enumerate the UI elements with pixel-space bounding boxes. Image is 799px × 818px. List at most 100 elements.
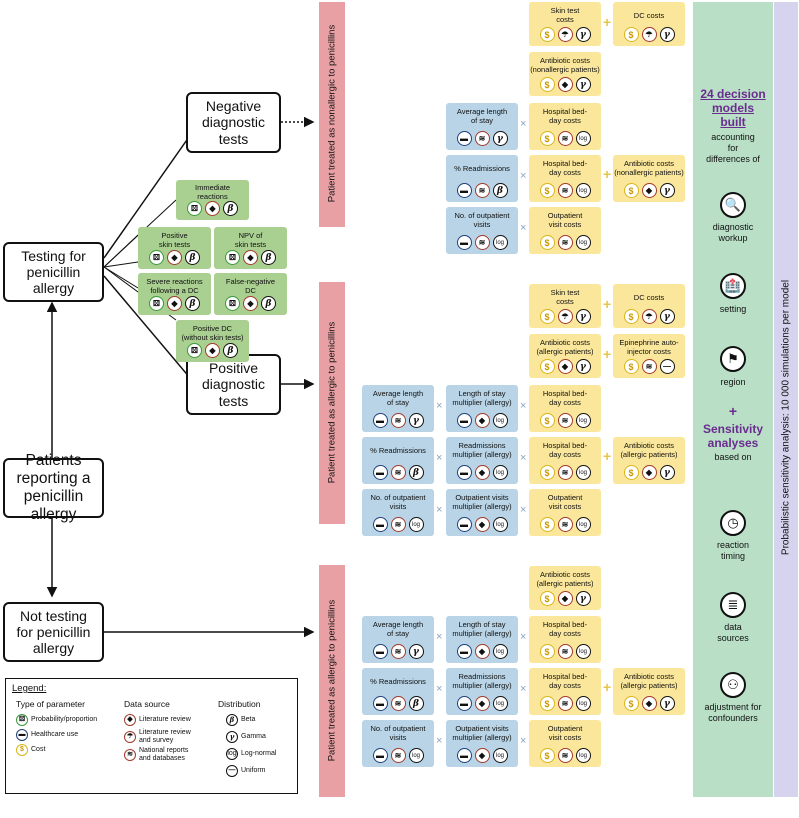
beta-icon: β [492,183,508,198]
survey-icon: ☂ [557,309,573,324]
healthcare-use-icon: ▬ [456,517,472,532]
cost-icon: $ [539,359,555,374]
plus-operator: + [603,679,612,695]
healthcare-use-icon: ▬ [456,748,472,763]
card-avg-los: Average length of stay▬≋γ [446,103,518,150]
gamma-icon: γ [575,309,591,324]
database-icon: ≣ [720,592,746,618]
national-reports-icon: ≋ [557,696,573,711]
healthcare-use-icon: ▬ [372,748,388,763]
national-reports-icon: ≋ [390,413,406,428]
survey-icon: ☂ [641,27,657,42]
legend-type-header: Type of parameter [16,699,85,709]
cost-icon: $ [539,644,555,659]
literature-review-icon: ◆ [205,343,220,358]
times-operator: × [520,735,527,747]
card-dc-costs: DC costs$☂γ [613,2,685,46]
card-readmissions: % Readmissions▬≋β [446,155,518,202]
uniform-icon: — [226,765,238,777]
healthcare-use-icon: ▬ [16,729,28,741]
literature-review-icon: ◆ [557,77,573,92]
probability-icon: ⚄ [225,296,240,311]
gamma-icon: γ [659,183,675,198]
national-reports-icon: ≋ [390,465,406,480]
literature-review-icon: ◆ [124,714,136,726]
national-reports-icon: ≋ [390,644,406,659]
literature-review-icon: ◆ [641,696,657,711]
card-outp-mult: Outpatient visits multiplier (allergy)▬◆… [446,720,518,767]
card-abx-nonallergic: Antibiotic costs (nonallergic patients)$… [613,155,685,202]
log-normal-icon: log [492,517,508,532]
card-skin-test-costs: Skin test costs$☂γ [529,2,601,46]
card-abx-allergic: Antibiotic costs (allergic patients)$◆γ [529,566,601,610]
plus-operator: + [603,166,612,182]
card-hosp-bed: Hospital bed- day costs$≋log [529,155,601,202]
uniform-icon: — [659,359,675,374]
healthcare-use-icon: ▬ [456,183,472,198]
gamma-icon: γ [575,359,591,374]
literature-review-icon: ◆ [474,644,490,659]
gamma-icon: γ [226,731,238,743]
psa-panel [774,2,798,797]
log-normal-icon: log [408,748,424,763]
card-los-mult: Length of stay multiplier (allergy)▬◆log [446,616,518,663]
beta-icon: β [185,296,200,311]
literature-review-icon: ◆ [641,465,657,480]
card-outpatient-visits: No. of outpatient visits▬≋log [362,720,434,767]
gamma-icon: γ [659,27,675,42]
healthcare-use-icon: ▬ [456,235,472,250]
cost-icon: $ [539,696,555,711]
network-icon: ⚇ [720,672,746,698]
healthcare-use-icon: ▬ [456,131,472,146]
card-readm-mult: Readmissions multiplier (allergy)▬◆log [446,437,518,484]
gamma-icon: γ [659,696,675,711]
card-abx-allergic: Antibiotic costs (allergic patients)$◆γ [613,668,685,715]
literature-review-icon: ◆ [474,465,490,480]
survey-icon: ☂ [124,731,136,743]
times-operator: × [520,683,527,695]
literature-review-icon: ◆ [474,517,490,532]
card-hosp-bed: Hospital bed- day costs$≋log [529,616,601,663]
times-operator: × [436,400,443,412]
literature-review-icon: ◆ [641,183,657,198]
national-reports-icon: ≋ [557,748,573,763]
healthcare-use-icon: ▬ [372,517,388,532]
gamma-icon: γ [408,644,424,659]
card-hosp-bed: Hospital bed- day costs$≋log [529,668,601,715]
national-reports-icon: ≋ [641,359,657,374]
adjustment-text: adjustment for confounders [704,702,762,723]
beta-icon: β [261,296,276,311]
testing-node: Testing for penicillin allergy [3,242,104,302]
setting-text: setting [719,304,747,314]
card-hosp-bed: Hospital bed- day costs$≋log [529,103,601,150]
log-normal-icon: log [226,748,238,760]
literature-review-icon: ◆ [205,201,220,216]
probability-icon: ⚄ [149,296,164,311]
card-epinephrine: Epinephrine auto- injector costs$≋— [613,334,685,378]
card-abx-allergic: Antibiotic costs (allergic patients)$◆γ [529,334,601,378]
log-normal-icon: log [492,413,508,428]
card-readm-mult: Readmissions multiplier (allergy)▬◆log [446,668,518,715]
cost-icon: $ [539,309,555,324]
times-operator: × [520,222,527,234]
times-operator: × [520,504,527,516]
cost-icon: $ [623,309,639,324]
times-operator: × [520,631,527,643]
log-normal-icon: log [492,696,508,711]
plus-text: + [728,403,738,419]
national-reports-icon: ≋ [124,749,136,761]
beta-icon: β [408,465,424,480]
cost-icon: $ [539,465,555,480]
times-operator: × [520,452,527,464]
healthcare-use-icon: ▬ [456,413,472,428]
legend-title: Legend: [12,683,47,694]
times-operator: × [436,735,443,747]
times-operator: × [520,170,527,182]
log-normal-icon: log [575,517,591,532]
literature-review-icon: ◆ [557,359,573,374]
cost-icon: $ [539,27,555,42]
plus-operator: + [603,296,612,312]
gamma-icon: γ [659,465,675,480]
legend: Legend: Type of parameter Data source Di… [5,678,298,794]
literature-review-icon: ◆ [167,250,182,265]
